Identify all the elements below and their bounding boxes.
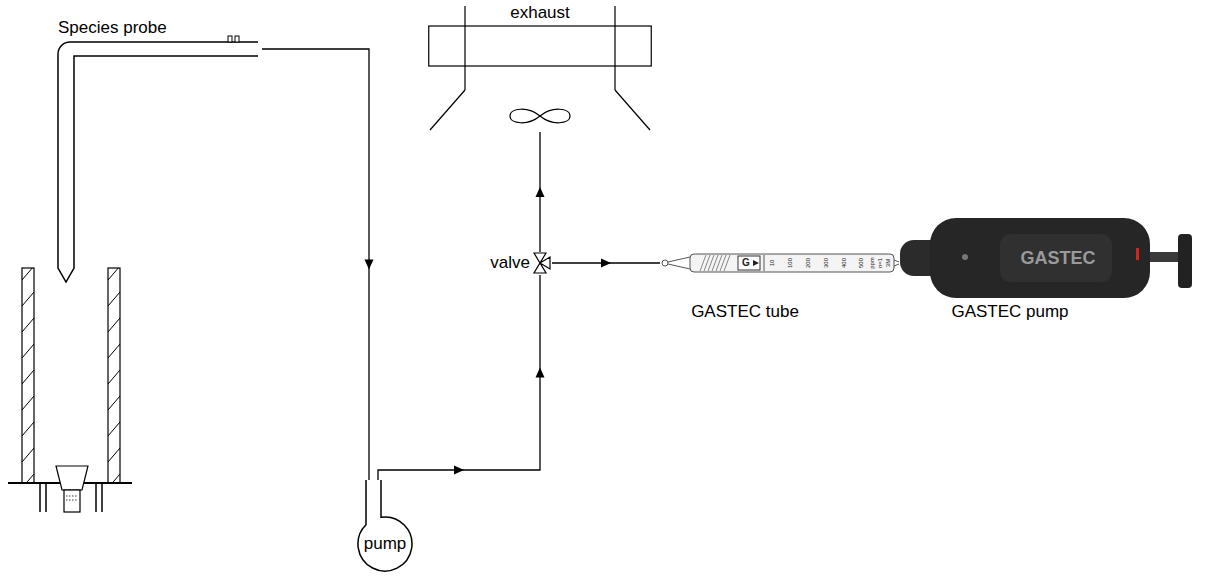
arrowhead — [454, 466, 464, 475]
chimney-wall — [22, 268, 34, 483]
valve-node: valve — [482, 252, 552, 275]
scale-number: 100 — [787, 258, 793, 268]
arrowhead — [536, 368, 545, 378]
gastec-tube-node: GASTEC tube — [660, 250, 900, 324]
probe-node: Species probe — [56, 18, 262, 58]
pump-body — [930, 218, 1150, 298]
scale-note: 3M — [885, 259, 891, 267]
arrowhead — [601, 259, 611, 268]
probe-fitting — [235, 36, 239, 42]
node-label: GASTEC pump — [951, 302, 1068, 322]
pump-mark — [1136, 248, 1139, 260]
pump-handle — [1178, 234, 1192, 288]
burner-nozzle — [56, 466, 88, 490]
chimney-wall — [108, 268, 120, 483]
probe-tube — [58, 42, 258, 282]
arrowhead — [536, 187, 545, 197]
pump-outline — [358, 480, 412, 571]
species-probe-tube — [58, 36, 258, 282]
exhaust-node: exhaust — [428, 2, 652, 132]
connector-group — [378, 275, 545, 480]
tube-logo-box — [738, 256, 760, 270]
connector-group — [262, 49, 374, 480]
flow-line — [378, 275, 540, 480]
tube-flow-mark — [753, 260, 759, 266]
scale-number: 200 — [805, 258, 811, 268]
fan-symbol — [510, 109, 570, 123]
node-label: pump — [364, 534, 407, 554]
burner-stem — [64, 490, 80, 512]
probe-fitting — [228, 36, 232, 42]
tube-neck — [894, 260, 899, 266]
pump-brand: GASTEC — [1020, 249, 1095, 267]
tube-packing — [700, 255, 730, 271]
exhaust-box — [429, 26, 652, 66]
node-label: GASTEC tube — [691, 302, 799, 322]
tube-scale-start — [764, 255, 765, 271]
pump-inlet — [962, 254, 968, 260]
chimney — [8, 268, 132, 512]
connector-group — [552, 259, 660, 268]
node-label: exhaust — [510, 3, 570, 23]
scale-number: 300 — [823, 258, 829, 268]
node-outline — [352, 480, 418, 574]
gastec-pump-node: GASTEC pump — [900, 212, 1198, 324]
tube-body — [690, 254, 894, 272]
scale-number: 10 — [769, 260, 775, 267]
connector-group — [536, 132, 545, 252]
pump-shaft — [1150, 252, 1182, 262]
pump-grip — [1000, 234, 1112, 282]
node-label: Species probe — [58, 18, 167, 38]
burner-detail — [66, 496, 78, 500]
flow-line — [262, 49, 369, 480]
scale-number: 500 — [858, 258, 864, 268]
pump-node: pump — [352, 480, 418, 574]
tube-tip — [662, 260, 668, 266]
tube-logo: G — [742, 258, 750, 268]
arrowhead — [365, 260, 374, 270]
scale-note: n=1 — [877, 258, 883, 268]
exhaust-hood — [430, 90, 650, 130]
valve-symbol — [534, 253, 550, 273]
tube-neck — [668, 257, 690, 269]
scale-number: 400 — [841, 258, 847, 268]
node-label: valve — [490, 253, 530, 273]
scale-unit: ppm — [869, 257, 875, 269]
